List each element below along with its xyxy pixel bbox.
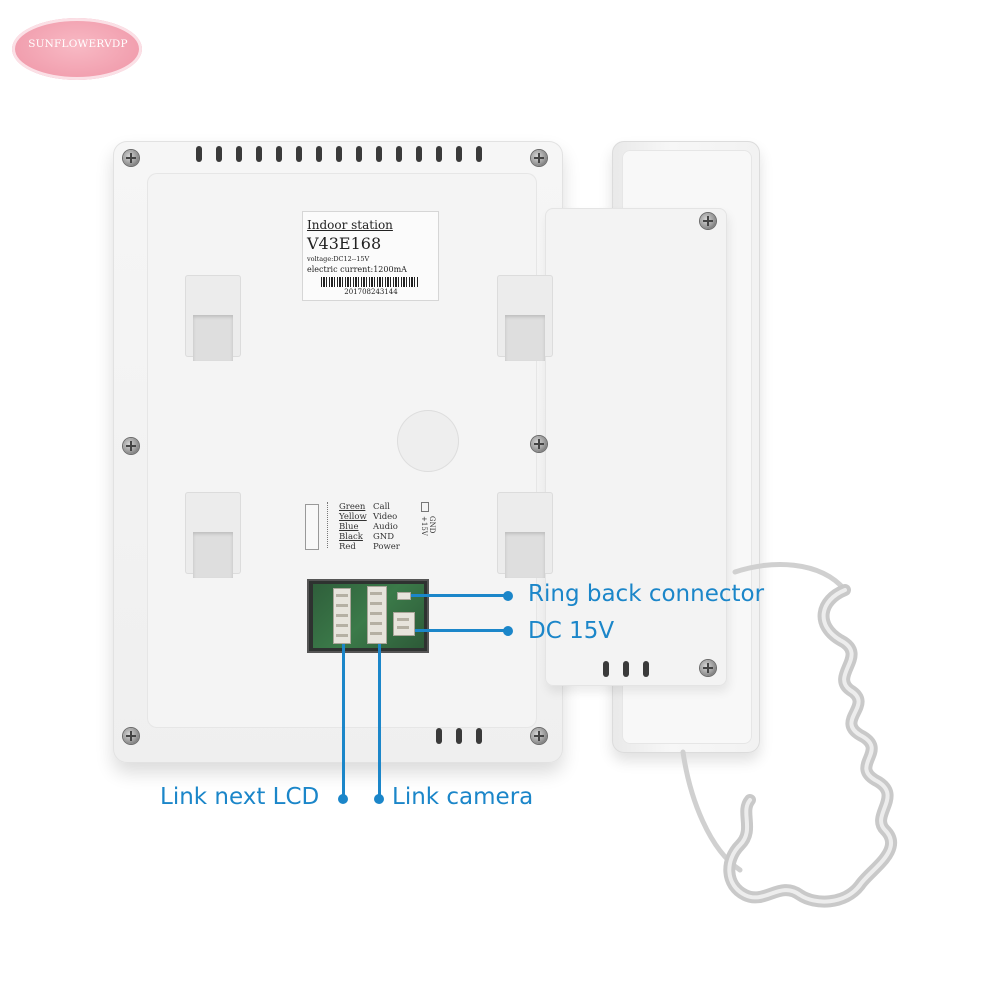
vent-slot: [456, 728, 462, 744]
mounting-slot-hole: [505, 315, 545, 361]
wire-function: Audio: [373, 522, 398, 532]
mounting-slot-hole: [193, 315, 233, 361]
wiring-row: Black GND: [339, 532, 394, 542]
callout-dot: [374, 794, 384, 804]
screw-icon: [123, 150, 139, 166]
connector-ring-back: [397, 592, 411, 600]
brand-logo-text: SUNFLOWERVDP: [28, 38, 128, 50]
wire-function: Call: [373, 502, 391, 512]
power-terminal-label: GND +15V: [420, 516, 436, 536]
center-mount-disc: [397, 410, 459, 472]
wiring-row: Green Call: [339, 502, 390, 512]
callout-link-camera: Link camera: [392, 784, 534, 810]
vent-slot: [476, 728, 482, 744]
vent-slot: [416, 146, 422, 162]
vent-slot: [256, 146, 262, 162]
vent-slot: [623, 661, 629, 677]
callout-line: [342, 644, 345, 799]
vent-slot: [356, 146, 362, 162]
wire-color: Black: [339, 532, 363, 542]
vent-slot: [236, 146, 242, 162]
brand-logo: [12, 18, 142, 80]
wiring-row: Blue Audio: [339, 522, 398, 532]
vent-slot: [296, 146, 302, 162]
label-model: V43E168: [307, 234, 382, 253]
callout-line: [378, 644, 381, 799]
handset-cradle: [545, 208, 727, 686]
screw-icon: [123, 728, 139, 744]
vent-slot: [396, 146, 402, 162]
wire-color: Blue: [339, 522, 359, 532]
wire-function: Video: [373, 512, 398, 522]
label-current: electric current:1200mA: [307, 265, 407, 274]
screw-icon: [531, 728, 547, 744]
vent-slot: [436, 728, 442, 744]
vent-slot: [476, 146, 482, 162]
label-voltage: voltage:DC12--15V: [307, 255, 370, 263]
screw-icon: [531, 150, 547, 166]
top-vent-row: [196, 146, 496, 164]
vent-slot: [436, 146, 442, 162]
wire-function: Power: [373, 542, 400, 552]
pin-header-icon: [327, 502, 336, 548]
callout-link-next-lcd: Link next LCD: [160, 784, 320, 810]
product-label-sticker: Indoor station V43E168 voltage:DC12--15V…: [303, 212, 438, 300]
terminal-icon: [421, 502, 429, 512]
wire-color: Red: [339, 542, 356, 552]
mounting-slot-hole: [193, 532, 233, 578]
wiring-row: Yellow Video: [339, 512, 397, 522]
callout-dot: [338, 794, 348, 804]
wire-color: Green: [339, 502, 366, 512]
vent-slot: [276, 146, 282, 162]
vent-slot: [603, 661, 609, 677]
mounting-slot-hole: [505, 532, 545, 578]
label-serial: 201708243144: [344, 288, 398, 296]
barcode-icon: [321, 277, 419, 287]
wiring-legend: Green Call Yellow Video Blue Audio Black GND…: [305, 498, 436, 552]
vent-slot: [336, 146, 342, 162]
screw-icon: [700, 213, 716, 229]
connector-dc: [393, 612, 415, 636]
screw-icon: [123, 438, 139, 454]
vent-slot: [196, 146, 202, 162]
connector-link-camera: [367, 586, 387, 644]
vent-slot: [316, 146, 322, 162]
vent-slot: [216, 146, 222, 162]
wire-function: GND: [373, 532, 395, 542]
callout-dot: [503, 626, 513, 636]
wiring-row: Red Power: [339, 542, 400, 552]
pin-header-icon: [305, 504, 319, 550]
connector-link-next-lcd: [333, 588, 351, 644]
screw-icon: [700, 660, 716, 676]
callout-dc-15v: DC 15V: [528, 618, 615, 644]
callout-line: [415, 629, 508, 632]
vent-slot: [643, 661, 649, 677]
label-title: Indoor station: [307, 218, 393, 232]
vent-slot: [456, 146, 462, 162]
wire-color: Yellow: [339, 512, 367, 522]
callout-ring-back-connector: Ring back connector: [528, 581, 765, 607]
callout-dot: [503, 591, 513, 601]
callout-line: [411, 594, 508, 597]
vent-slot: [376, 146, 382, 162]
screw-icon: [531, 436, 547, 452]
